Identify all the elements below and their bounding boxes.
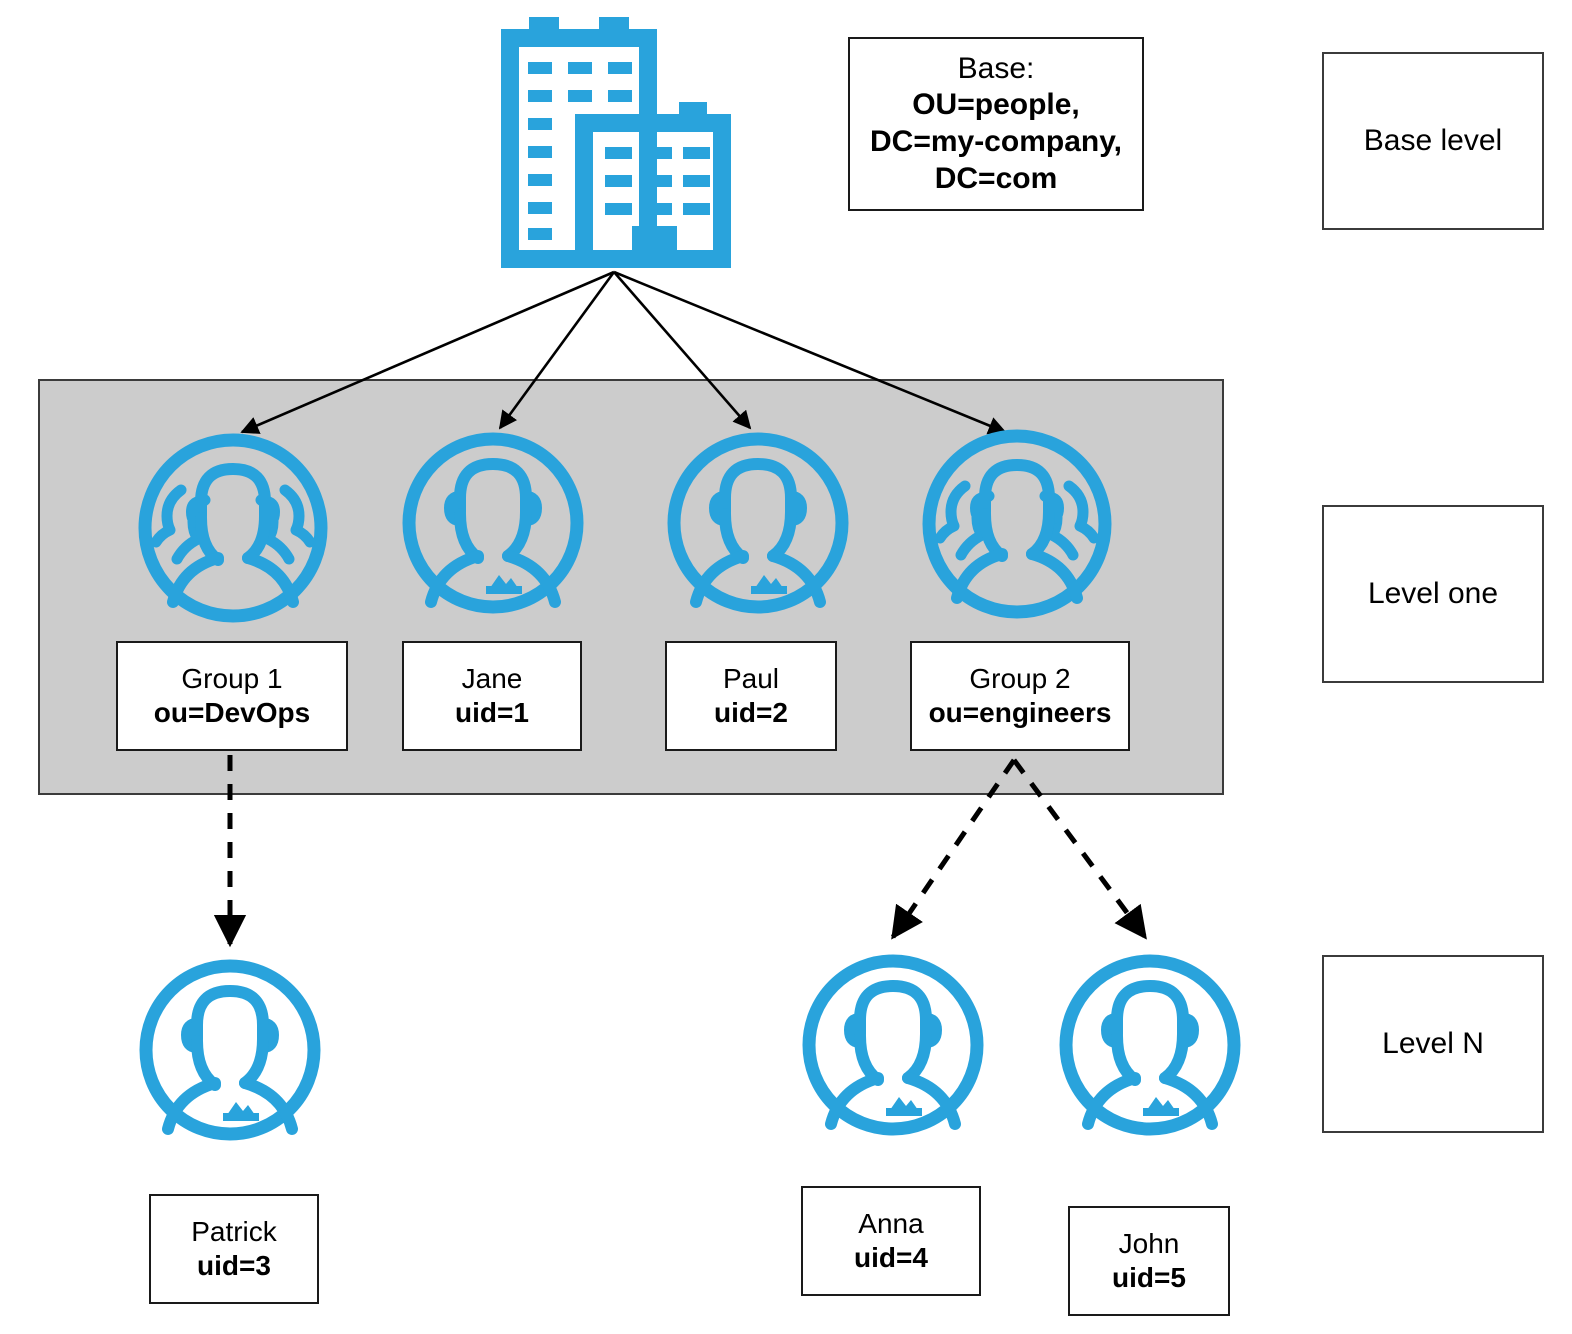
node-box-group1[interactable]: Group 1 ou=DevOps (116, 641, 348, 751)
level-label-base: Base level (1322, 52, 1544, 230)
node-name-group1: Group 1 (181, 662, 283, 694)
node-box-jane[interactable]: Jane uid=1 (402, 641, 582, 751)
node-name-group2: Group 2 (969, 662, 1071, 694)
single-person-icon-jane (398, 428, 588, 618)
node-attr-group2: ou=engineers (928, 697, 1112, 728)
level-label-one: Level one (1322, 505, 1544, 683)
node-box-paul[interactable]: Paul uid=2 (665, 641, 837, 751)
node-attr-patrick: uid=3 (197, 1250, 271, 1281)
node-box-patrick[interactable]: Patrick uid=3 (149, 1194, 319, 1304)
base-dn-box: Base: OU=people, DC=my-company, DC=com (848, 37, 1144, 211)
base-dn-line-1: OU=people, (912, 88, 1080, 122)
node-attr-john: uid=5 (1112, 1262, 1186, 1293)
node-attr-anna: uid=4 (854, 1242, 928, 1273)
level-label-n: Level N (1322, 955, 1544, 1133)
node-name-john: John (1118, 1227, 1180, 1259)
node-name-jane: Jane (461, 662, 523, 694)
office-building-icon (487, 14, 745, 272)
base-dn-line-3: DC=com (934, 161, 1058, 195)
node-box-group2[interactable]: Group 2 ou=engineers (910, 641, 1130, 751)
level-label-n-text: Level N (1382, 1026, 1484, 1060)
node-attr-paul: uid=2 (714, 697, 788, 728)
group-people-icon-group1 (133, 428, 333, 628)
level-label-base-text: Base level (1363, 123, 1503, 157)
node-attr-jane: uid=1 (455, 697, 529, 728)
level-label-one-text: Level one (1367, 576, 1499, 610)
single-person-icon-paul (663, 428, 853, 618)
node-box-john[interactable]: John uid=5 (1068, 1206, 1230, 1316)
node-attr-group1: ou=DevOps (153, 697, 311, 728)
base-label: Base: (957, 51, 1035, 85)
base-dn-line-2: DC=my-company, (869, 125, 1122, 158)
group-people-icon-group2 (917, 424, 1117, 624)
node-name-paul: Paul (722, 662, 780, 694)
node-name-anna: Anna (858, 1207, 924, 1239)
single-person-icon-patrick (135, 955, 325, 1145)
single-person-icon-john (1055, 950, 1245, 1140)
single-person-icon-anna (798, 950, 988, 1140)
node-name-patrick: Patrick (191, 1215, 277, 1247)
node-box-anna[interactable]: Anna uid=4 (801, 1186, 981, 1296)
